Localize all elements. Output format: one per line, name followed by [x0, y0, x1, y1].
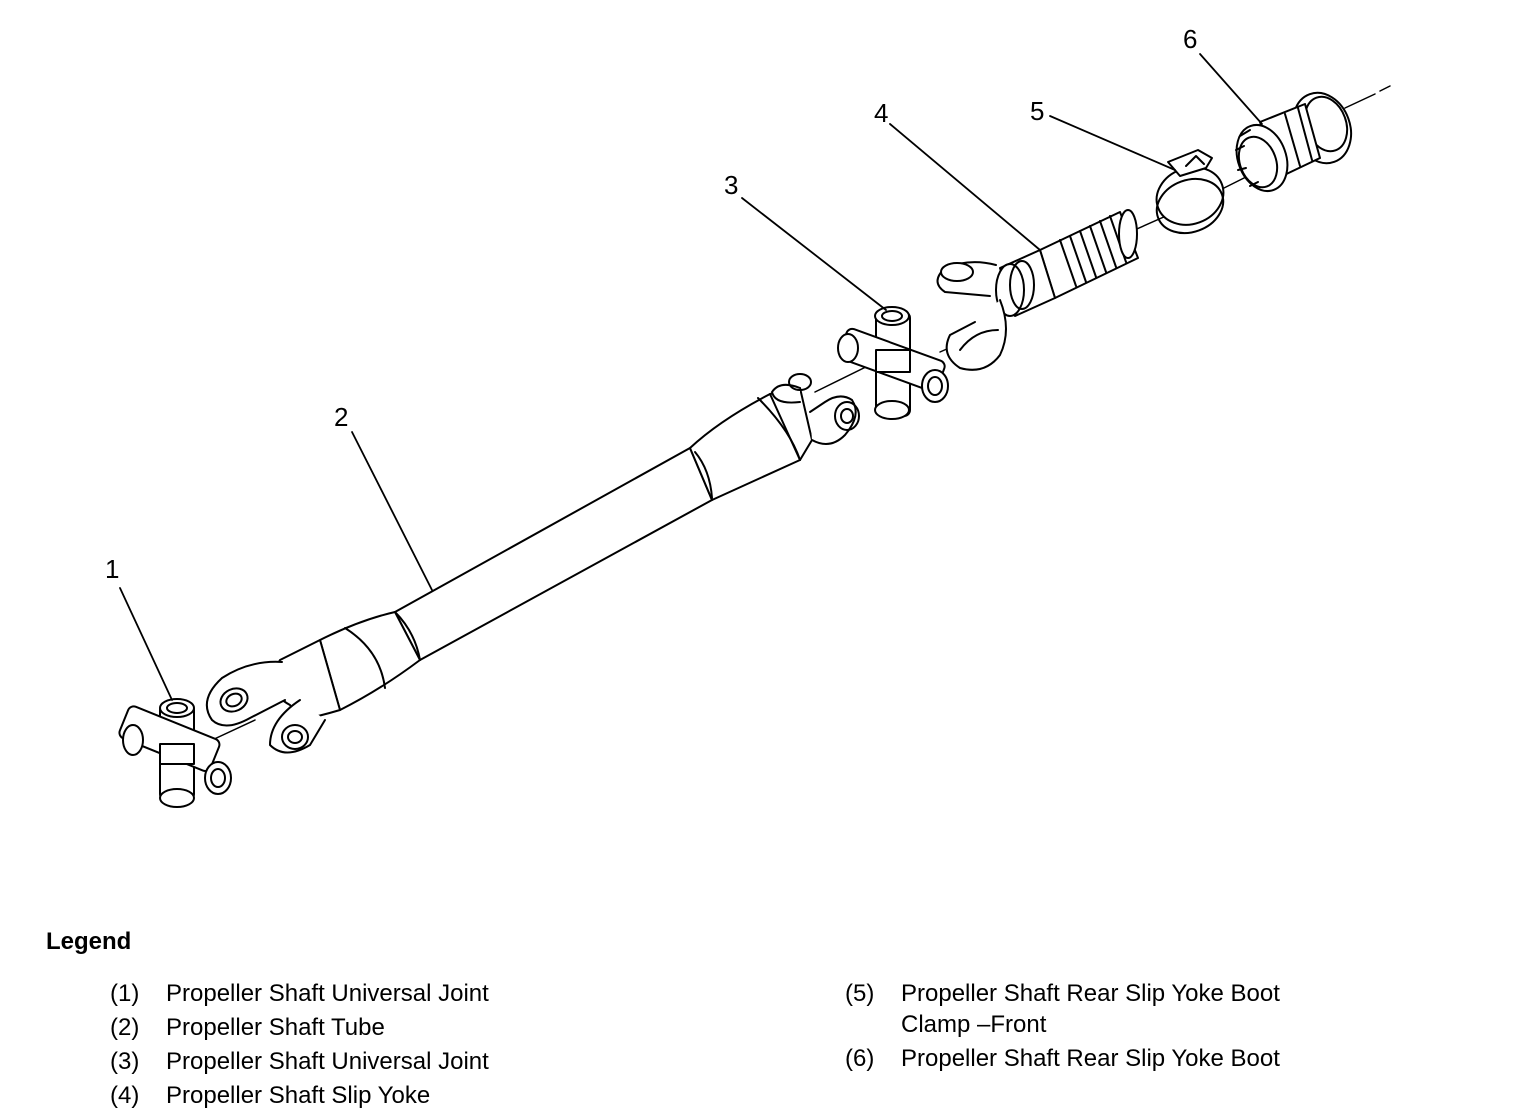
legend-item-number: (6) — [845, 1045, 875, 1072]
callout-6: 6 — [1183, 24, 1197, 54]
legend-item: (3) Propeller Shaft Universal Joint — [110, 1046, 750, 1077]
boot-clamp-front — [1155, 149, 1225, 235]
leader-line-6 — [1199, 53, 1263, 125]
slip-yoke-boot — [1235, 91, 1353, 192]
leader-line-4 — [889, 123, 1041, 251]
leader-line-1 — [119, 587, 173, 701]
callout-3: 3 — [724, 170, 738, 200]
legend-item: (4) Propeller Shaft Slip Yoke — [110, 1080, 750, 1111]
legend-column-left: (1) Propeller Shaft Universal Joint (2) … — [110, 978, 750, 1114]
legend-item-number: (2) — [110, 1014, 140, 1041]
legend-item-text: Propeller Shaft Tube — [166, 1014, 385, 1041]
propeller-shaft-tube — [205, 373, 860, 754]
callout-4: 4 — [874, 98, 888, 128]
legend-item-number: (1) — [110, 980, 140, 1007]
leader-lines — [119, 53, 1263, 701]
legend-title: Legend — [46, 928, 132, 955]
legend-item-number: (5) — [845, 980, 875, 1007]
legend-item-text: Propeller Shaft Universal Joint — [166, 980, 489, 1007]
callout-2: 2 — [334, 402, 348, 432]
universal-joint-rear — [837, 306, 949, 420]
legend-item: (6) Propeller Shaft Rear Slip Yoke Boot — [845, 1043, 1485, 1074]
legend-item: (1) Propeller Shaft Universal Joint — [110, 978, 750, 1009]
legend-item-number: (4) — [110, 1082, 140, 1109]
callout-1: 1 — [105, 554, 119, 584]
legend-item-text: Propeller Shaft Rear Slip Yoke Boot — [901, 1045, 1280, 1072]
legend-item-number: (3) — [110, 1048, 140, 1075]
legend-item-text: Propeller Shaft Rear Slip Yoke Boot Clam… — [901, 980, 1280, 1038]
legend-column-right: (5) Propeller Shaft Rear Slip Yoke Boot … — [845, 978, 1485, 1077]
leader-line-2 — [351, 431, 433, 591]
leader-line-3 — [741, 197, 887, 311]
leader-line-5 — [1049, 115, 1176, 171]
universal-joint-front — [118, 698, 232, 808]
exploded-propeller-shaft-diagram: 1 2 3 4 5 6 — [105, 24, 1391, 808]
callout-5: 5 — [1030, 96, 1044, 126]
slip-yoke — [936, 209, 1139, 371]
legend-item-text: Propeller Shaft Slip Yoke — [166, 1082, 431, 1109]
legend-item-text: Propeller Shaft Universal Joint — [166, 1048, 489, 1075]
legend-item: (2) Propeller Shaft Tube — [110, 1012, 750, 1043]
legend-item: (5) Propeller Shaft Rear Slip Yoke Boot … — [845, 978, 1485, 1040]
